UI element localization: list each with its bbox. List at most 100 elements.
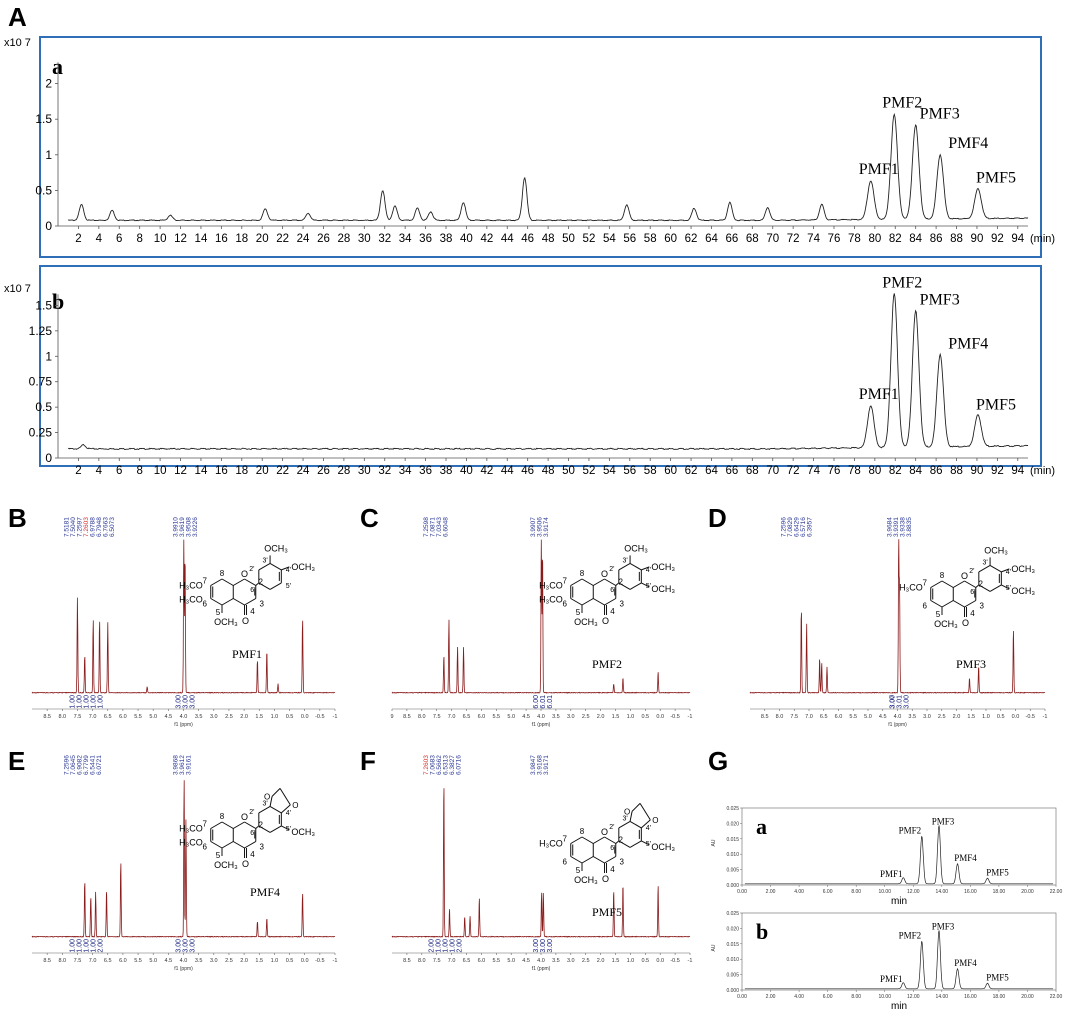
structure-pmf4-atom-label: 4' <box>286 810 291 817</box>
hplc-a-y-tick-label: 0.020 <box>726 821 739 827</box>
chrom-b-x-tick-label: 94 <box>1011 465 1024 477</box>
structure-pmf2-atom-label: 4' <box>646 567 651 574</box>
structure-pmf4-atom-label: 5 <box>216 851 221 860</box>
structure-pmf3-atom-label: OCH₃ <box>1011 586 1035 596</box>
hplc-b-peak-label: PMF4 <box>954 958 977 968</box>
nmr-c-x-tick-label: 0.5 <box>641 714 649 720</box>
structure-pmf3-bond <box>941 580 954 588</box>
nmr-c-shift-label: 7.2598 <box>423 517 430 537</box>
chrom-b-y-tick-label: 1.5 <box>35 298 52 312</box>
nmr-e-x-tick-label: 0.0 <box>301 958 309 964</box>
nmr-f-x-tick-label: 4.0 <box>537 958 545 964</box>
structure-pmf2-atom-label: 7 <box>563 577 568 586</box>
chrom-a-x-tick-label: 70 <box>766 233 779 245</box>
nmr-e-integral: 2.00 <box>97 939 104 953</box>
structure-pmf5-atom-label: 6 <box>563 858 568 867</box>
nmr-b-shift-label: 3.9226 <box>192 517 199 537</box>
chrom-a-x-tick-label: 44 <box>501 233 514 245</box>
structure-pmf5-bond <box>641 819 651 829</box>
nmr-b-integral: 1.00 <box>83 695 90 709</box>
nmr-e-x-tick-label: 4.5 <box>165 958 173 964</box>
hplc-b-x-tick-label: 10.00 <box>878 994 891 1000</box>
chrom-b-y-tick-label: 1.25 <box>29 324 53 338</box>
structure-pmf5-atom-label: 6' <box>610 845 615 852</box>
nmr-d-integral: 3.00 <box>890 695 897 709</box>
structure-pmf3-atom-label: 4' <box>1006 569 1011 576</box>
structure-pmf5-bond <box>641 840 650 846</box>
hplc-a-y-tick-label: 0.015 <box>726 837 739 843</box>
nmr-f-shift-label: 6.3827 <box>449 755 456 775</box>
chrom-a-x-tick-label: 88 <box>950 233 963 245</box>
structure-pmf4-bond <box>255 825 260 829</box>
chrom-b-peak-label: PMF3 <box>920 292 960 309</box>
structure-pmf1-atom-label: 5 <box>216 608 221 617</box>
structure-pmf5-atom-label: O <box>602 874 609 884</box>
chrom-a-x-tick-label: 66 <box>725 233 738 245</box>
structure-pmf3-atom-label: 7 <box>923 579 928 588</box>
structure-pmf2-bond <box>593 598 605 606</box>
nmr-d-integral: 3.01 <box>897 695 904 709</box>
structure-pmf4-bond <box>258 825 271 833</box>
nmr-c-shift-label: 7.0871 <box>429 517 436 537</box>
nmr-e-integral: 3.00 <box>175 939 182 953</box>
structure-pmf5-bond <box>570 856 583 864</box>
hplc-b-x-tick-label: 8.00 <box>851 994 861 1000</box>
nmr-f-x-tick-label: -0.5 <box>670 958 679 964</box>
structure-pmf1-atom-label: H₃CO <box>179 595 203 605</box>
structure-pmf3-atom-label: 3 <box>980 602 985 611</box>
chrom-b-x-tick-label: 88 <box>950 465 963 477</box>
nmr-c-x-tick-label: -1 <box>688 714 693 720</box>
hplc-a-y-tick-label: 0.005 <box>726 868 739 874</box>
hplc-a-x-tick-label: 14.00 <box>936 889 949 895</box>
chrom-a-peak-label: PMF5 <box>976 169 1016 186</box>
chrom-a-peak-label: PMF4 <box>948 135 988 152</box>
nmr-b-x-tick-label: 8.5 <box>43 714 51 720</box>
nmr-d-shift-label: 3.8835 <box>906 517 913 537</box>
nmr-f-x-tick-label: 7.5 <box>433 958 441 964</box>
hplc-b-x-tick-label: 16.00 <box>964 994 977 1000</box>
chrom-a-x-tick-label: 52 <box>583 233 596 245</box>
hplc-a-peak-label: PMF5 <box>986 867 1009 877</box>
hplc-a-x-tick-label: 4.00 <box>794 889 804 895</box>
nmr-b-shift-label: 6.7948 <box>96 517 103 537</box>
chrom-a-x-tick-label: 10 <box>154 233 167 245</box>
nmr-b-x-tick-label: 0.5 <box>286 714 294 720</box>
structure-pmf2-bond <box>593 578 605 586</box>
structure-pmf5-bond <box>581 856 594 864</box>
nmr-c-x-tick-label: 5.5 <box>492 714 500 720</box>
structure-pmf1-atom-label: OCH₃ <box>264 543 288 553</box>
nmr-d-x-tick-label: 7.0 <box>805 714 813 720</box>
nmr-b-x-tick-label: 2.5 <box>225 714 233 720</box>
nmr-c-x-tick-label: 6.0 <box>478 714 486 720</box>
hplc-b-y-tick-label: 0.020 <box>726 926 739 932</box>
structure-pmf2-bond <box>604 598 617 606</box>
structure-pmf1-bond <box>269 562 282 571</box>
nmr-f-x-tick-label: 0.5 <box>641 958 649 964</box>
hplc-a-x-label: min <box>891 896 907 907</box>
nmr-b-x-tick-label: 2.0 <box>240 714 248 720</box>
chrom-a-x-tick-label: 24 <box>297 233 310 245</box>
nmr-b-integral: 3.00 <box>189 695 196 709</box>
structure-pmf1-atom-label: 2 <box>259 578 264 587</box>
nmr-d-x-label: f1 (ppm) <box>888 722 907 728</box>
structure-pmf2-bond <box>570 578 583 586</box>
hplc-a-x-tick-label: 10.00 <box>878 889 891 895</box>
chrom-a-x-tick-label: 12 <box>174 233 187 245</box>
structure-pmf4-bond <box>271 788 281 797</box>
nmr-b-x-tick-label: 7.5 <box>74 714 82 720</box>
nmr-f-integral: 1.00 <box>450 939 457 953</box>
structure-pmf1-atom-label: 6' <box>250 587 255 594</box>
structure-pmf3-bond <box>930 580 943 588</box>
structure-pmf3-bond <box>953 580 965 588</box>
structure-pmf3-bond <box>978 564 991 573</box>
nmr-f-shift-label: 6.5662 <box>436 755 443 775</box>
structure-pmf1-atom-label: 4' <box>286 567 291 574</box>
nmr-e-x-tick-label: 1.0 <box>271 958 279 964</box>
nmr-d-shift-label: 7.2596 <box>780 517 787 537</box>
chrom-b-x-tick-label: 86 <box>930 465 943 477</box>
nmr-e-x-tick-label: 0.5 <box>286 958 294 964</box>
structure-pmf2-bond <box>581 598 594 606</box>
chrom-a-x-tick-label: 76 <box>828 233 841 245</box>
